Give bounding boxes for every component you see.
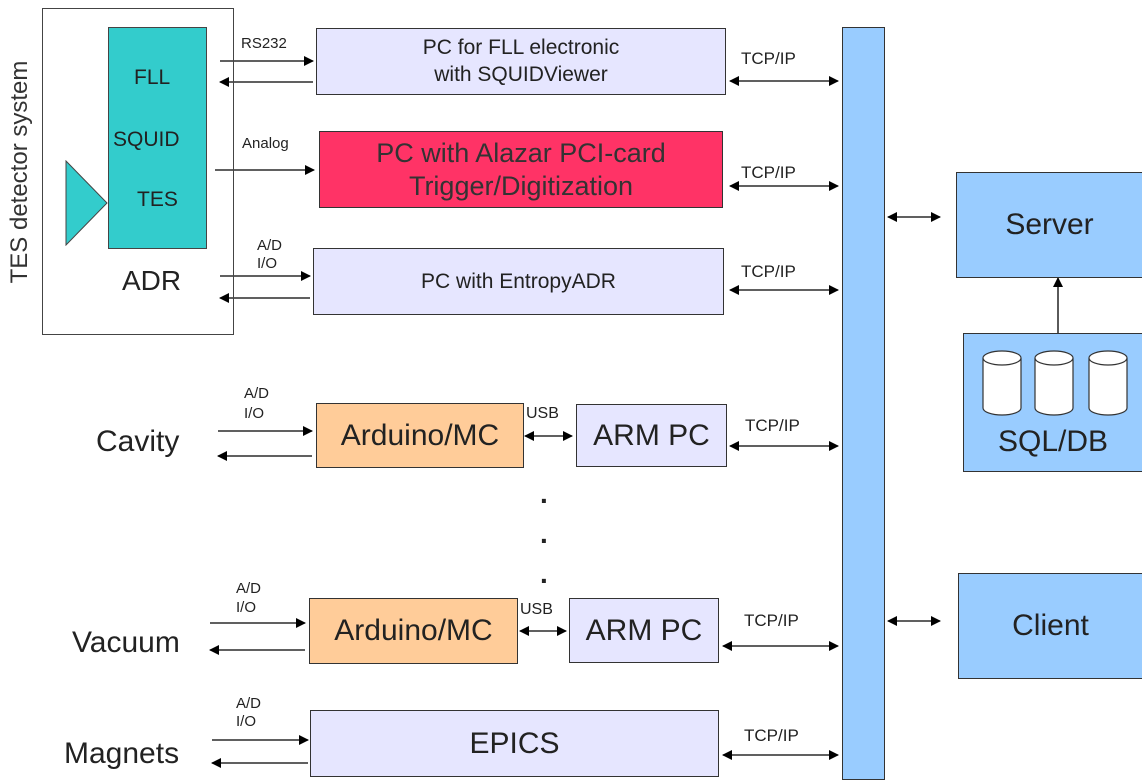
- vacuum-ad-label: A/D: [236, 580, 262, 597]
- client-box: Client: [958, 573, 1142, 679]
- arduino-vacuum-box: Arduino/MC: [309, 598, 518, 664]
- tes-system-label: TES detector system: [6, 60, 34, 284]
- magnets-io-label: I/O: [236, 713, 257, 730]
- pc-alazar-line1: PC with Alazar PCI-card: [376, 138, 666, 169]
- tcpip-alazar-label: TCP/IP: [741, 163, 796, 182]
- magnets-ad-label: A/D: [236, 695, 262, 712]
- network-bus: [842, 27, 885, 780]
- pc-fll-line2: with SQUIDViewer: [434, 62, 608, 86]
- tcpip-fll-label: TCP/IP: [741, 49, 796, 68]
- usb-vacuum-label: USB: [520, 601, 553, 618]
- server-label: Server: [1005, 208, 1094, 241]
- vacuum-io-label: I/O: [236, 599, 257, 616]
- arm-pc-vacuum-label: ARM PC: [585, 613, 703, 647]
- arm-pc-cavity-box: ARM PC: [576, 404, 727, 467]
- pc-entropyadr-label: PC with EntropyADR: [421, 269, 616, 293]
- magnets-label: Magnets: [64, 737, 180, 770]
- rs232-label: RS232: [241, 35, 287, 52]
- pc-alazar-line2: Trigger/Digitization: [408, 170, 634, 201]
- arduino-cavity-label: Arduino/MC: [340, 418, 500, 452]
- tcpip-cavity-label: TCP/IP: [745, 416, 800, 435]
- ellipsis-dot-3: .: [540, 558, 548, 589]
- ellipsis-dot-2: .: [540, 518, 548, 549]
- usb-cavity-label: USB: [526, 405, 559, 422]
- server-box: Server: [956, 172, 1142, 278]
- arduino-cavity-box: Arduino/MC: [316, 403, 524, 468]
- sqldb-label: SQL/DB: [997, 425, 1109, 458]
- tes-label: TES: [137, 188, 178, 211]
- fll-squid-tes-block: [108, 27, 207, 249]
- pc-fll-box: PC for FLL electronic with SQUIDViewer: [316, 28, 726, 95]
- adr-io-label: I/O: [257, 255, 278, 272]
- squid-label: SQUID: [113, 128, 180, 151]
- fll-label: FLL: [134, 66, 171, 89]
- arm-pc-cavity-label: ARM PC: [593, 418, 710, 452]
- client-label: Client: [1012, 609, 1089, 642]
- vacuum-label: Vacuum: [72, 626, 180, 659]
- detector-triangle-icon: [65, 160, 108, 246]
- tes-detector-frame: [42, 8, 234, 335]
- pc-alazar-box: PC with Alazar PCI-card Trigger/Digitiza…: [319, 131, 723, 208]
- arduino-vacuum-label: Arduino/MC: [334, 614, 493, 647]
- adr-ad-label: A/D: [257, 237, 283, 254]
- pc-entropyadr-box: PC with EntropyADR: [313, 248, 724, 315]
- tcpip-epics-label: TCP/IP: [744, 726, 799, 745]
- analog-label: Analog: [242, 135, 289, 152]
- arm-pc-vacuum-box: ARM PC: [569, 598, 719, 663]
- tcpip-entropy-label: TCP/IP: [741, 262, 796, 281]
- pc-fll-line1: PC for FLL electronic: [422, 36, 620, 60]
- epics-box: EPICS: [310, 710, 719, 777]
- tcpip-vacuum-label: TCP/IP: [744, 611, 799, 630]
- epics-label: EPICS: [469, 726, 560, 760]
- cavity-label: Cavity: [96, 425, 180, 458]
- adr-label: ADR: [122, 265, 182, 296]
- cavity-io-label: I/O: [244, 405, 265, 422]
- ellipsis-dot-1: .: [540, 478, 548, 509]
- database-cylinders-icon: [982, 350, 1128, 416]
- cavity-ad-label: A/D: [244, 385, 270, 402]
